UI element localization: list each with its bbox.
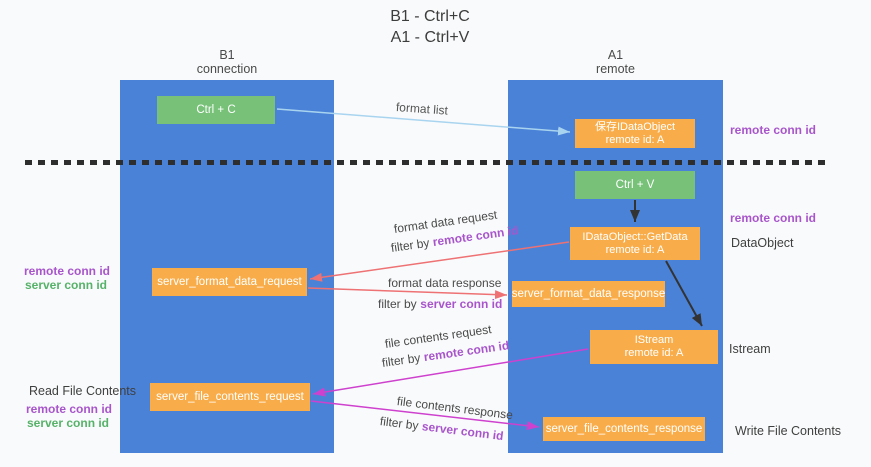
annotation-remote-conn-id-top: remote conn id xyxy=(730,123,817,137)
title-line-1: B1 - Ctrl+C xyxy=(390,8,470,25)
annotation-write-file-contents: Write File Contents xyxy=(735,424,842,438)
node-getdata-line2: remote id: A xyxy=(605,243,665,256)
lane-header-b1: B1 connection xyxy=(120,48,334,76)
node-ctrl-c-label: Ctrl + C xyxy=(196,104,236,116)
title-line-2: A1 - Ctrl+V xyxy=(390,29,470,46)
node-save-idataobject-line2: remote id: A xyxy=(605,133,665,146)
node-ctrl-v: Ctrl + V xyxy=(575,171,695,199)
dashed-divider xyxy=(25,160,831,165)
annotation-remote-conn-id-mid: remote conn id xyxy=(730,211,817,225)
annotation-remote-conn-id: remote conn id xyxy=(24,264,111,278)
annotation-left-conn-ids-top: remote conn id server conn id xyxy=(24,264,111,292)
lane-b1-name: B1 xyxy=(219,48,235,62)
node-server-format-data-response-label: server_format_data_response xyxy=(511,288,666,300)
flow-label-format-data-response: format data response xyxy=(388,276,502,290)
node-server-file-contents-request-label: server_file_contents_request xyxy=(156,391,304,403)
lane-a1-name: A1 xyxy=(607,48,624,62)
filter-key-server-conn-id: server conn id xyxy=(420,297,503,311)
annotation-left-conn-ids-bottom: remote conn id server conn id xyxy=(26,402,113,430)
filter-prefix: filter by xyxy=(390,235,431,255)
filter-prefix: filter by xyxy=(379,414,420,433)
node-getdata: IDataObject::GetData remote id: A xyxy=(570,227,700,260)
lane-header-a1: A1 remote xyxy=(508,48,723,76)
annotation-server-conn-id: server conn id xyxy=(24,278,108,292)
node-istream: IStream remote id: A xyxy=(590,330,718,364)
annotation-read-file-contents: Read File Contents xyxy=(29,384,137,398)
node-save-idataobject-line1: 保存IDataObject xyxy=(594,120,676,133)
node-server-format-data-response: server_format_data_response xyxy=(512,281,665,307)
node-server-format-data-request-label: server_format_data_request xyxy=(157,276,302,288)
node-getdata-line1: IDataObject::GetData xyxy=(582,230,688,243)
filter-key-server-conn-id: server conn id xyxy=(421,419,505,444)
filter-prefix: filter by xyxy=(381,350,422,370)
node-server-format-data-request: server_format_data_request xyxy=(152,268,307,296)
node-istream-line2: remote id: A xyxy=(624,347,684,359)
node-server-file-contents-request: server_file_contents_request xyxy=(150,383,310,411)
node-save-idataobject: 保存IDataObject remote id: A xyxy=(575,119,695,148)
annotation-dataobject: DataObject xyxy=(731,236,794,250)
node-ctrl-c: Ctrl + C xyxy=(157,96,275,124)
diagram-title: B1 - Ctrl+C A1 - Ctrl+V xyxy=(330,6,530,48)
node-server-file-contents-response-label: server_file_contents_response xyxy=(545,423,703,435)
annotation-remote-conn-id: remote conn id xyxy=(26,402,113,416)
filter-prefix: filter by xyxy=(378,297,417,311)
annotation-istream: Istream xyxy=(729,342,771,356)
node-server-file-contents-response: server_file_contents_response xyxy=(543,417,705,441)
annotation-server-conn-id: server conn id xyxy=(26,416,110,430)
node-ctrl-v-label: Ctrl + V xyxy=(615,179,655,191)
node-istream-line1: IStream xyxy=(634,334,674,346)
lane-b1-subtitle: connection xyxy=(196,62,258,76)
lane-a1-subtitle: remote xyxy=(596,62,635,76)
flow-label-format-list: format list xyxy=(395,100,449,118)
